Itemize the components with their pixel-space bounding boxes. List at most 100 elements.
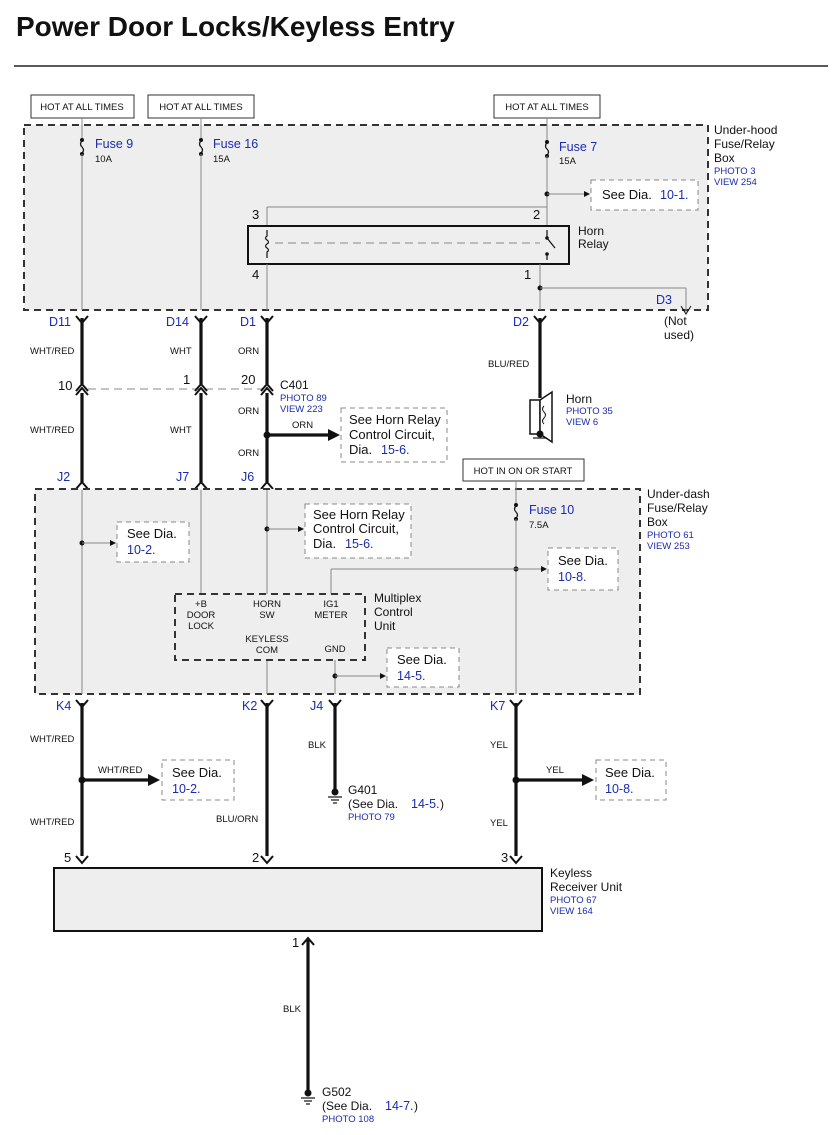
g401-photo: PHOTO 79 — [348, 812, 395, 823]
connector-icon — [75, 480, 89, 490]
horn-photo: PHOTO 35 — [566, 406, 613, 417]
horn-relay-control-1-ref[interactable]: 15-6. — [381, 443, 410, 457]
see-dia-10-8-upper-ref[interactable]: 10-8. — [558, 570, 587, 584]
page-title: Power Door Locks/Keyless Entry — [16, 11, 455, 42]
see-dia-10-2-lower-box[interactable] — [161, 759, 235, 801]
arrow-icon — [582, 774, 594, 786]
wire-color-wht-2: WHT — [170, 425, 192, 436]
arrow-icon — [584, 191, 590, 197]
keyless-receiver-photo: PHOTO 67 — [550, 895, 597, 906]
wire-color-wht-red: WHT/RED — [30, 346, 74, 357]
mux-pin-keyless-com-1: KEYLESS — [245, 634, 288, 645]
horn-relay-control-1-line3: Dia. — [349, 442, 372, 457]
keyless-receiver-unit — [53, 867, 543, 932]
multiplex-label-3: Unit — [374, 619, 396, 633]
horn-relay-control-2-line3: Dia. — [313, 536, 336, 551]
fuse-7-rating: 15A — [559, 156, 577, 167]
see-dia-10-8-lower-box[interactable] — [595, 759, 667, 801]
g401-see-post: ) — [440, 797, 444, 811]
connector-icon — [260, 382, 274, 392]
multiplex-label-1: Multiplex — [374, 591, 421, 605]
svg-text:HOT AT ALL TIMES: HOT AT ALL TIMES — [505, 102, 588, 113]
receiver-pin-1: 1 — [292, 935, 299, 950]
g502-label: G502 — [322, 1085, 352, 1099]
g502-ref[interactable]: 14-7. — [385, 1099, 414, 1113]
connector-k4: K4 — [56, 699, 71, 713]
horn-relay-control-2-ref[interactable]: 15-6. — [345, 537, 374, 551]
connector-icon — [194, 386, 208, 396]
not-used-label-1: (Not — [664, 314, 687, 328]
arrow-icon — [148, 774, 160, 786]
c401-pin-10: 10 — [58, 378, 72, 393]
fuse-10-label: Fuse 10 — [529, 503, 574, 517]
connector-j7: J7 — [176, 470, 189, 484]
see-dia-10-2-upper-ref[interactable]: 10-2. — [127, 543, 156, 557]
connector-d14: D14 — [166, 315, 189, 329]
wire-color-blu-orn: BLU/ORN — [216, 814, 258, 825]
g401-ref[interactable]: 14-5. — [411, 797, 440, 811]
underdash-box-view: VIEW 253 — [647, 541, 690, 552]
wire-color-orn-2: ORN — [238, 406, 259, 417]
underdash-box-label-3: Box — [647, 515, 668, 529]
ground-g401-icon — [328, 788, 342, 804]
fuse-10 — [513, 481, 519, 694]
horn-relay-label-1: Horn — [578, 224, 604, 238]
see-dia-10-2-upper-box[interactable] — [116, 521, 190, 563]
horn-relay-control-1-line1: See Horn Relay — [349, 412, 441, 427]
wire-color-blu-red: BLU/RED — [488, 359, 529, 370]
connector-d3: D3 — [656, 293, 672, 307]
see-dia-14-5-text: See Dia. — [397, 652, 447, 667]
receiver-pin-3: 3 — [501, 850, 508, 865]
wire-color-wht-red-4: WHT/RED — [30, 817, 74, 828]
underhood-box-view: VIEW 254 — [714, 177, 757, 188]
see-dia-10-1-text: See Dia. — [602, 187, 652, 202]
relay-pin-4: 4 — [252, 267, 259, 282]
g502-photo: PHOTO 108 — [322, 1114, 374, 1125]
see-dia-10-8-upper-box[interactable] — [547, 547, 619, 591]
arrow-icon — [110, 540, 116, 546]
horn-relay-control-box-2[interactable] — [304, 503, 412, 559]
horn-icon — [529, 390, 553, 444]
connector-icon — [260, 480, 274, 490]
underdash-box-label-1: Under-dash — [647, 487, 710, 501]
g401-see-pre: (See Dia. — [348, 797, 398, 811]
mux-pin-b-door-lock-2: DOOR — [187, 610, 216, 621]
ground-g502-icon — [301, 1089, 315, 1105]
c401-pin-20: 20 — [241, 372, 255, 387]
g401-label: G401 — [348, 783, 378, 797]
mux-pin-horn-sw-2: SW — [259, 610, 274, 621]
see-dia-10-1-ref[interactable]: 10-1. — [660, 188, 689, 202]
fuse-7 — [544, 118, 550, 226]
wire-color-wht: WHT — [170, 346, 192, 357]
multiplex-label-2: Control — [374, 605, 413, 619]
horn-relay-control-2-line2: Control Circuit, — [313, 521, 399, 536]
receiver-pin-2: 2 — [252, 850, 259, 865]
see-dia-10-1-box[interactable] — [590, 179, 699, 211]
relay-pin-2: 2 — [533, 207, 540, 222]
wire-color-orn: ORN — [238, 346, 259, 357]
see-dia-14-5-ref[interactable]: 14-5. — [397, 669, 426, 683]
relay-pin-3: 3 — [252, 207, 259, 222]
see-dia-10-8-lower-ref[interactable]: 10-8. — [605, 782, 634, 796]
wire-color-orn-branch: ORN — [292, 420, 313, 431]
fuse-9-label: Fuse 9 — [95, 137, 133, 151]
underhood-box-label-1: Under-hood — [714, 123, 777, 137]
fuse-10-rating: 7.5A — [529, 520, 549, 531]
see-dia-14-5-box[interactable] — [386, 647, 460, 688]
keyless-receiver-view: VIEW 164 — [550, 906, 593, 917]
c401-view: VIEW 223 — [280, 404, 323, 415]
connector-icon — [260, 855, 274, 865]
underhood-fuse-relay-box — [23, 124, 709, 311]
fuse-16-label: Fuse 16 — [213, 137, 258, 151]
see-dia-10-2-lower-ref[interactable]: 10-2. — [172, 782, 201, 796]
underhood-box-photo: PHOTO 3 — [714, 166, 756, 177]
connector-icon — [75, 855, 89, 865]
horn-relay-control-box-1[interactable] — [340, 407, 448, 463]
connector-d1: D1 — [240, 315, 256, 329]
horn-relay — [247, 225, 570, 265]
fuse-16 — [198, 118, 204, 310]
multiplex-control-unit — [174, 593, 366, 661]
mux-pin-gnd: GND — [324, 644, 345, 655]
